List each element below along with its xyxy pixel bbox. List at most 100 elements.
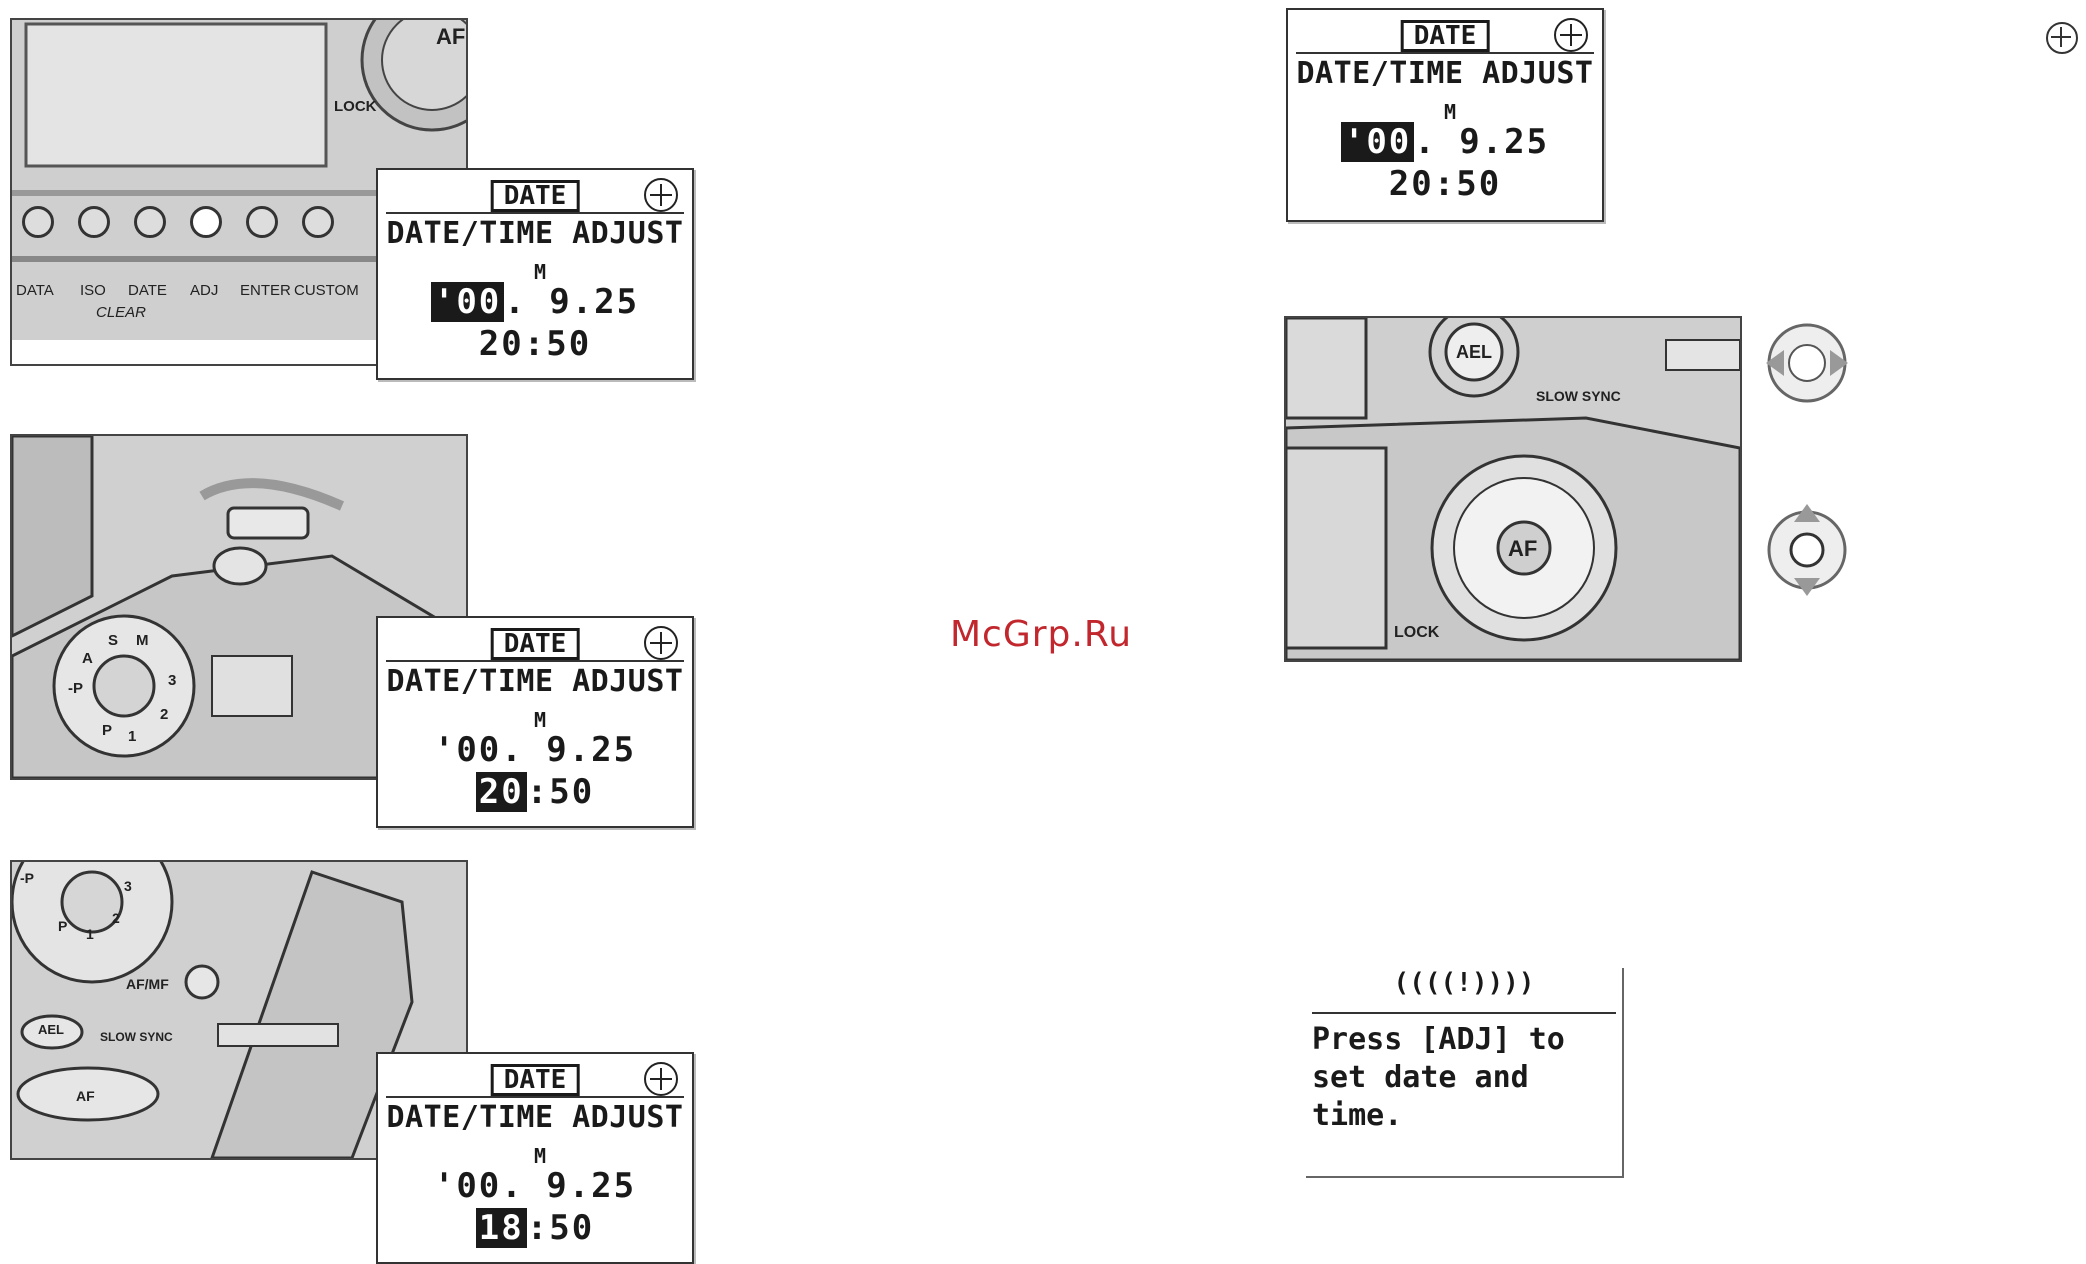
watermark: McGrp.Ru: [950, 614, 1133, 655]
dial-left-right-icon: [1764, 320, 1850, 406]
date-dot: .: [501, 730, 524, 770]
date-dot: .: [501, 1166, 524, 1206]
lcd-header: DATE: [386, 626, 684, 662]
lcd-title: DATE/TIME ADJUST: [386, 216, 684, 251]
date-rest: 9.25: [523, 730, 637, 770]
camera-rear-right-drawing: [1286, 318, 1740, 660]
year-value: '00: [430, 282, 505, 322]
mode-1-label: 1: [128, 728, 137, 745]
enter-button[interactable]: [246, 206, 278, 238]
grip-mode-p: P: [58, 918, 68, 934]
time-sep: :: [1433, 164, 1457, 204]
target-icon: [644, 626, 678, 660]
clear-label: CLEAR: [96, 304, 147, 321]
lcd-title: DATE/TIME ADJUST: [1296, 56, 1594, 91]
custom-button-label: CUSTOM: [294, 282, 359, 299]
lcd-date: '00. 9.25: [378, 730, 692, 770]
month-marker: M: [1443, 100, 1457, 124]
lcd-date: '00. 9.25: [378, 1166, 692, 1206]
lcd-time: 20:50: [1288, 164, 1602, 204]
ael-label: AEL: [38, 1022, 64, 1037]
date-button-label: DATE: [128, 282, 167, 299]
grip-mode-minus-p: -P: [20, 870, 34, 886]
month-marker: M: [533, 708, 547, 732]
iso-button[interactable]: [78, 206, 110, 238]
iso-button-label: ISO: [80, 282, 106, 299]
date-dot: .: [504, 282, 527, 322]
message-line-1: Press [ADJ] to: [1312, 1022, 1565, 1057]
minute-value: 50: [549, 772, 595, 812]
enter-button-label: ENTER: [240, 282, 291, 299]
lcd-panel-right: DATE DATE/TIME ADJUST M '00. 9.25 20:50: [1286, 8, 1604, 222]
lcd-date: '00. 9.25: [1288, 122, 1602, 162]
year-value: '00: [433, 1166, 502, 1206]
target-icon: [644, 1062, 678, 1096]
lcd-date: '00. 9.25: [378, 282, 692, 322]
slow-sync-label: SLOW SYNC: [100, 1030, 173, 1044]
hour-value: 18: [475, 1208, 527, 1248]
month-marker: M: [533, 260, 547, 284]
time-sep: :: [526, 1208, 550, 1248]
mode-3-label: 3: [168, 672, 177, 689]
lcd-time: 20:50: [378, 324, 692, 364]
beep-signal-icon: ((((!)))): [1393, 968, 1535, 998]
date-badge: DATE: [490, 1064, 580, 1096]
camera-back-illustration: AF LOCK DATA ISO DATE ADJ ENTER CUSTOM C…: [10, 18, 468, 366]
message-line-2: set date and: [1312, 1060, 1529, 1095]
dial-up-down-icon: [1764, 502, 1850, 598]
hour-value: 20: [478, 324, 524, 364]
grip-mode-3: 3: [124, 878, 132, 894]
data-button[interactable]: [22, 206, 54, 238]
target-icon: [644, 178, 678, 212]
month-marker: M: [533, 1144, 547, 1168]
date-rest: 9.25: [526, 282, 640, 322]
camera-top-illustration: P 1 2 3 M S A -P: [10, 434, 468, 780]
lcd-panel-hour-changed: DATE DATE/TIME ADJUST M '00. 9.25 18:50: [376, 1052, 694, 1264]
lcd-header: DATE: [386, 1062, 684, 1098]
lcd-panel-hour-selected: DATE DATE/TIME ADJUST M '00. 9.25 20:50: [376, 616, 694, 828]
lcd-title: DATE/TIME ADJUST: [386, 1100, 684, 1135]
slow-sync-label: SLOW SYNC: [1536, 388, 1621, 404]
mode-p-label: P: [102, 722, 113, 739]
mode-m-label: M: [136, 632, 149, 649]
hour-value: 20: [1388, 164, 1434, 204]
afmf-label: AF/MF: [126, 976, 169, 992]
ael-label: AEL: [1456, 342, 1492, 362]
date-badge: DATE: [1400, 20, 1490, 52]
custom-button[interactable]: [302, 206, 334, 238]
date-badge: DATE: [490, 180, 580, 212]
lcd-panel-year-selected: DATE DATE/TIME ADJUST M '00. 9.25 20:50: [376, 168, 694, 380]
af-label: AF: [1508, 536, 1538, 561]
date-rest: 9.25: [1436, 122, 1550, 162]
data-button-label: DATA: [16, 282, 54, 299]
lcd-time: 18:50: [378, 1208, 692, 1248]
lock-label: LOCK: [1394, 624, 1440, 641]
date-badge: DATE: [490, 628, 580, 660]
minute-value: 50: [549, 1208, 595, 1248]
year-value: '00: [433, 730, 502, 770]
adj-button[interactable]: [190, 206, 222, 238]
camera-rear-right-illustration: AEL SLOW SYNC AF LOCK: [1284, 316, 1742, 662]
message-divider: [1312, 1012, 1616, 1014]
minute-value: 50: [546, 324, 592, 364]
time-sep: :: [523, 324, 547, 364]
target-icon: [1554, 18, 1588, 52]
mode-minus-p-label: -P: [68, 680, 83, 697]
date-dot: .: [1414, 122, 1437, 162]
time-sep: :: [526, 772, 550, 812]
warning-message-panel: ((((!)))) Press [ADJ] to set date and ti…: [1306, 968, 1624, 1178]
mode-a-label: A: [82, 650, 93, 667]
grip-mode-1: 1: [86, 926, 94, 942]
date-rest: 9.25: [523, 1166, 637, 1206]
mode-2-label: 2: [160, 706, 169, 723]
hour-value: 20: [475, 772, 527, 812]
lock-label: LOCK: [334, 98, 377, 115]
adj-button-label: ADJ: [190, 282, 219, 299]
date-button[interactable]: [134, 206, 166, 238]
lcd-header: DATE: [386, 178, 684, 214]
message-line-3: time.: [1312, 1098, 1403, 1133]
af-label: AF: [76, 1088, 95, 1104]
minute-value: 50: [1456, 164, 1502, 204]
af-button-label: AF: [436, 24, 466, 49]
lcd-title: DATE/TIME ADJUST: [386, 664, 684, 699]
